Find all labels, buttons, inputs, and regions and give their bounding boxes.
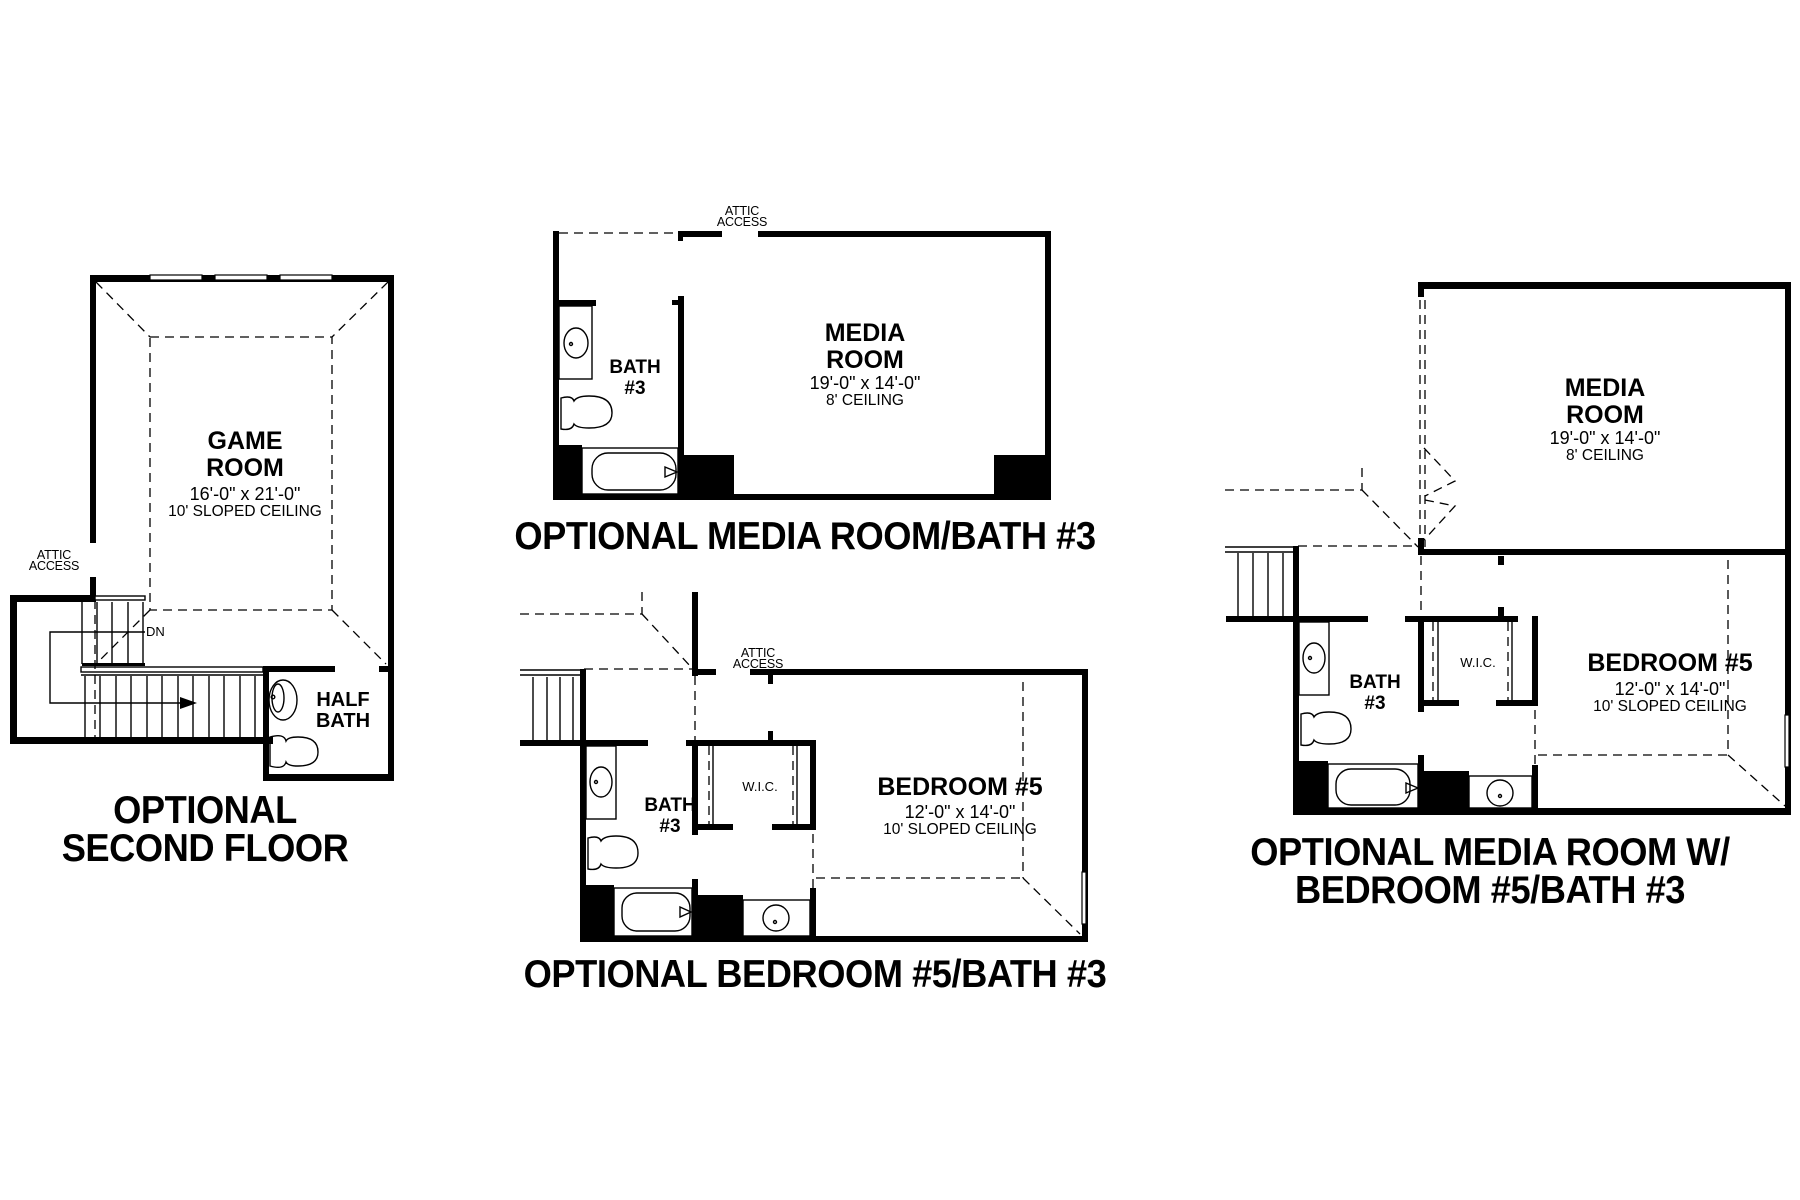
- attic-line1: ATTIC: [36, 548, 72, 562]
- title-line1: OPTIONAL MEDIA ROOM W/: [1250, 831, 1730, 874]
- bath3-line1: BATH: [644, 795, 696, 816]
- plan-media-bedroom5-bath3-drawing: [1225, 282, 1791, 815]
- media-room-ceiling: 8' CEILING: [826, 392, 904, 409]
- media-room-ceiling: 8' CEILING: [1566, 447, 1644, 464]
- plan-title-bedroom5-bath3: OPTIONAL BEDROOM #5/BATH #3: [523, 953, 1107, 996]
- game-room-name-line1: GAME: [207, 427, 283, 455]
- media-room-line1: MEDIA: [824, 319, 906, 347]
- title-line2: BEDROOM #5/BATH #3: [1294, 869, 1685, 912]
- attic-line1: ATTIC: [724, 204, 760, 218]
- title-line1: OPTIONAL: [113, 789, 297, 832]
- half-bath-line1: HALF: [316, 689, 370, 711]
- bedroom5-ceiling: 10' SLOPED CEILING: [883, 821, 1037, 838]
- attic-line2: ACCESS: [716, 215, 768, 229]
- media-room-line2: ROOM: [826, 346, 904, 374]
- game-room-name: GAME ROOM: [170, 428, 320, 482]
- attic-line2: ACCESS: [28, 559, 80, 573]
- bedroom5-ceiling: 10' SLOPED CEILING: [1593, 698, 1747, 715]
- bath3-line1: BATH: [609, 357, 661, 378]
- bedroom5-name: BEDROOM #5: [877, 773, 1043, 801]
- attic-access-label: ATTIC ACCESS: [712, 204, 772, 229]
- media-room-dimensions: 19'-0" x 14'-0": [809, 373, 921, 393]
- bath3-name: BATH #3: [635, 795, 705, 837]
- attic-access-label: ATTIC ACCESS: [728, 646, 788, 671]
- wic-label: W.I.C.: [742, 779, 778, 794]
- plan-title-media-bedroom5-bath3: OPTIONAL MEDIA ROOM W/ BEDROOM #5/BATH #…: [1230, 831, 1751, 912]
- attic-line1: ATTIC: [740, 646, 776, 660]
- media-room-line1: MEDIA: [1564, 374, 1646, 402]
- media-room-line2: ROOM: [1566, 401, 1644, 429]
- media-room-name: MEDIA ROOM: [1530, 375, 1680, 429]
- plan-bedroom5-bath3-drawing: [520, 592, 1088, 942]
- bath3-line2: #3: [624, 378, 646, 399]
- plan-second-floor-drawing: [10, 274, 394, 781]
- game-room-name-line2: ROOM: [206, 454, 284, 482]
- title-line2: SECOND FLOOR: [61, 827, 349, 870]
- bedroom5-dimensions: 12'-0" x 14'-0": [1614, 679, 1726, 699]
- bath3-line2: #3: [1364, 693, 1386, 714]
- bedroom5-name: BEDROOM #5: [1587, 649, 1753, 677]
- stair-down-label: DN: [146, 624, 165, 639]
- game-room-ceiling: 10' SLOPED CEILING: [168, 503, 322, 520]
- attic-access-label: ATTIC ACCESS: [26, 548, 82, 573]
- half-bath-line2: BATH: [315, 710, 371, 732]
- bedroom5-dimensions: 12'-0" x 14'-0": [904, 802, 1016, 822]
- plan-title-media-bath3: OPTIONAL MEDIA ROOM/BATH #3: [514, 515, 1096, 558]
- bath3-line1: BATH: [1349, 672, 1401, 693]
- media-room-name: MEDIA ROOM: [790, 320, 940, 374]
- plan-media-bath3-drawing: [553, 231, 1051, 500]
- bath3-name: BATH #3: [600, 357, 670, 399]
- half-bath-name: HALF BATH: [305, 690, 381, 732]
- bath3-name: BATH #3: [1340, 672, 1410, 714]
- plan-title-second-floor: OPTIONAL SECOND FLOOR: [33, 789, 377, 870]
- media-room-dimensions: 19'-0" x 14'-0": [1549, 428, 1661, 448]
- wic-label: W.I.C.: [1460, 655, 1496, 670]
- attic-line2: ACCESS: [732, 657, 784, 671]
- game-room-dimensions: 16'-0" x 21'-0": [189, 484, 301, 504]
- bath3-line2: #3: [659, 816, 681, 837]
